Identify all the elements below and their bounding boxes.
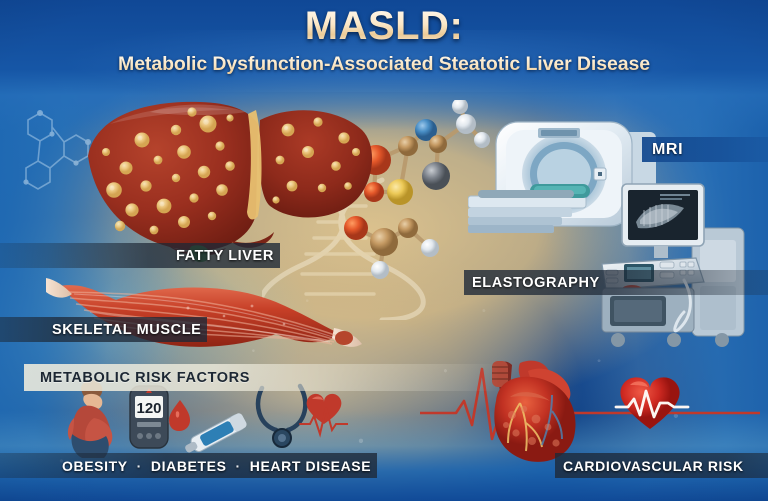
label-cardiovascular-risk-text: CARDIOVASCULAR RISK (563, 457, 744, 474)
label-fatty-liver-text: FATTY LIVER (176, 247, 274, 264)
label-bar (24, 364, 501, 391)
label-risk-list: OBESITY · DIABETES · HEART DISEASE (0, 453, 378, 478)
label-skeletal-muscle: SKELETAL MUSCLE (0, 317, 208, 342)
page-title: MASLD: (0, 6, 768, 46)
label-bar (0, 243, 280, 268)
label-fatty-liver: FATTY LIVER (0, 243, 280, 268)
label-bar (0, 317, 208, 342)
page-subtitle: Metabolic Dysfunction-Associated Steatot… (0, 53, 768, 76)
label-bar (642, 137, 768, 162)
label-metabolic-risk-factors: METABOLIC RISK FACTORS (24, 364, 501, 391)
label-mri-text: MRI (652, 140, 684, 158)
label-cardiovascular-risk: CARDIOVASCULAR RISK (555, 453, 768, 478)
label-diabetes-text: DIABETES (150, 457, 227, 474)
label-bar (464, 270, 768, 295)
label-heart-disease-text: HEART DISEASE (249, 457, 372, 474)
label-mri: MRI (642, 137, 768, 162)
title-block: MASLD: Metabolic Dysfunction-Associated … (0, 0, 768, 92)
label-obesity-text: OBESITY (62, 457, 128, 474)
label-bar (0, 453, 378, 478)
label-skeletal-muscle-text: SKELETAL MUSCLE (52, 321, 202, 338)
label-metabolic-risk-factors-text: METABOLIC RISK FACTORS (40, 369, 251, 386)
label-elastography-text: ELASTOGRAPHY (472, 274, 600, 291)
label-separator-2: · (235, 457, 241, 474)
label-elastography: ELASTOGRAPHY (464, 270, 768, 295)
title-glow (0, 30, 768, 92)
label-bar (555, 453, 768, 478)
label-separator-1: · (136, 457, 142, 474)
